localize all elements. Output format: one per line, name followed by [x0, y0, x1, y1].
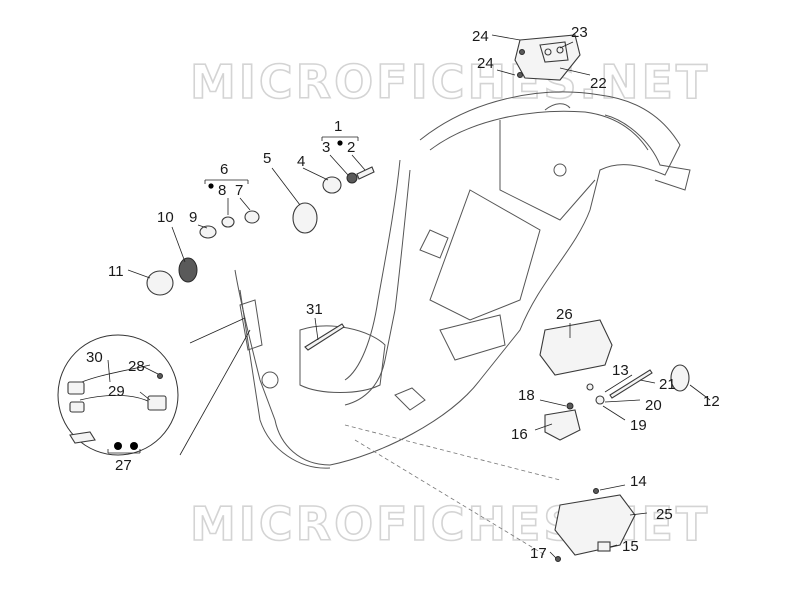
right-parts	[539, 319, 690, 441]
label-26: 26	[556, 306, 573, 323]
label-29: 29	[108, 383, 125, 400]
label-4: 4	[297, 153, 305, 170]
label-18: 18	[518, 387, 535, 404]
label-30: 30	[86, 349, 103, 366]
label-24-top: 24	[472, 28, 489, 45]
screw-icon	[517, 72, 523, 78]
label-17: 17	[530, 545, 547, 562]
bottom-box	[554, 488, 636, 562]
dashed-guide-2	[354, 439, 546, 556]
label-13: 13	[612, 362, 629, 379]
label-31: 31	[306, 301, 323, 318]
label-3: 3	[322, 139, 330, 156]
label-12: 12	[703, 393, 720, 410]
label-8: 8	[218, 182, 226, 199]
group-bracket-1	[321, 136, 359, 141]
label-27: 27	[115, 457, 132, 474]
label-16: 16	[511, 426, 528, 443]
label-11: 11	[108, 263, 124, 280]
bullet-icon	[114, 442, 122, 450]
leader-lines	[107, 34, 711, 559]
scooter-frame	[234, 91, 691, 469]
label-7: 7	[235, 182, 243, 199]
wiring-inset	[57, 334, 179, 456]
label-1: 1	[334, 118, 342, 135]
label-22: 22	[590, 75, 607, 92]
lock-parts	[146, 166, 375, 296]
bullet-icon	[337, 140, 343, 146]
part-labels: 1 2 3 4 5 6 7 8 9 10 11 12 13 14 15 16 1…	[86, 24, 720, 562]
callout-leader-1	[189, 317, 246, 344]
label-28: 28	[128, 358, 145, 375]
label-10: 10	[157, 209, 174, 226]
rod-part	[304, 323, 345, 351]
label-21: 21	[659, 376, 676, 393]
label-5: 5	[263, 150, 271, 167]
label-15: 15	[622, 538, 639, 555]
bullet-icon	[130, 442, 138, 450]
label-25: 25	[656, 506, 673, 523]
group-bracket-27	[107, 449, 141, 454]
label-2: 2	[347, 139, 355, 156]
label-9: 9	[189, 209, 197, 226]
label-20: 20	[645, 397, 662, 414]
watermark-top: MICROFICHES.NET	[190, 55, 710, 109]
label-6: 6	[220, 161, 228, 178]
cover-part	[539, 319, 613, 376]
bullet-icon	[208, 183, 214, 189]
dashed-guide-1	[344, 424, 561, 481]
callout-leader-2	[179, 329, 251, 456]
label-19: 19	[630, 417, 647, 434]
label-14: 14	[630, 473, 647, 490]
label-24-bottom: 24	[477, 55, 494, 72]
group-bracket-6	[204, 179, 249, 184]
label-23: 23	[571, 24, 588, 41]
screw-icon	[519, 49, 525, 55]
